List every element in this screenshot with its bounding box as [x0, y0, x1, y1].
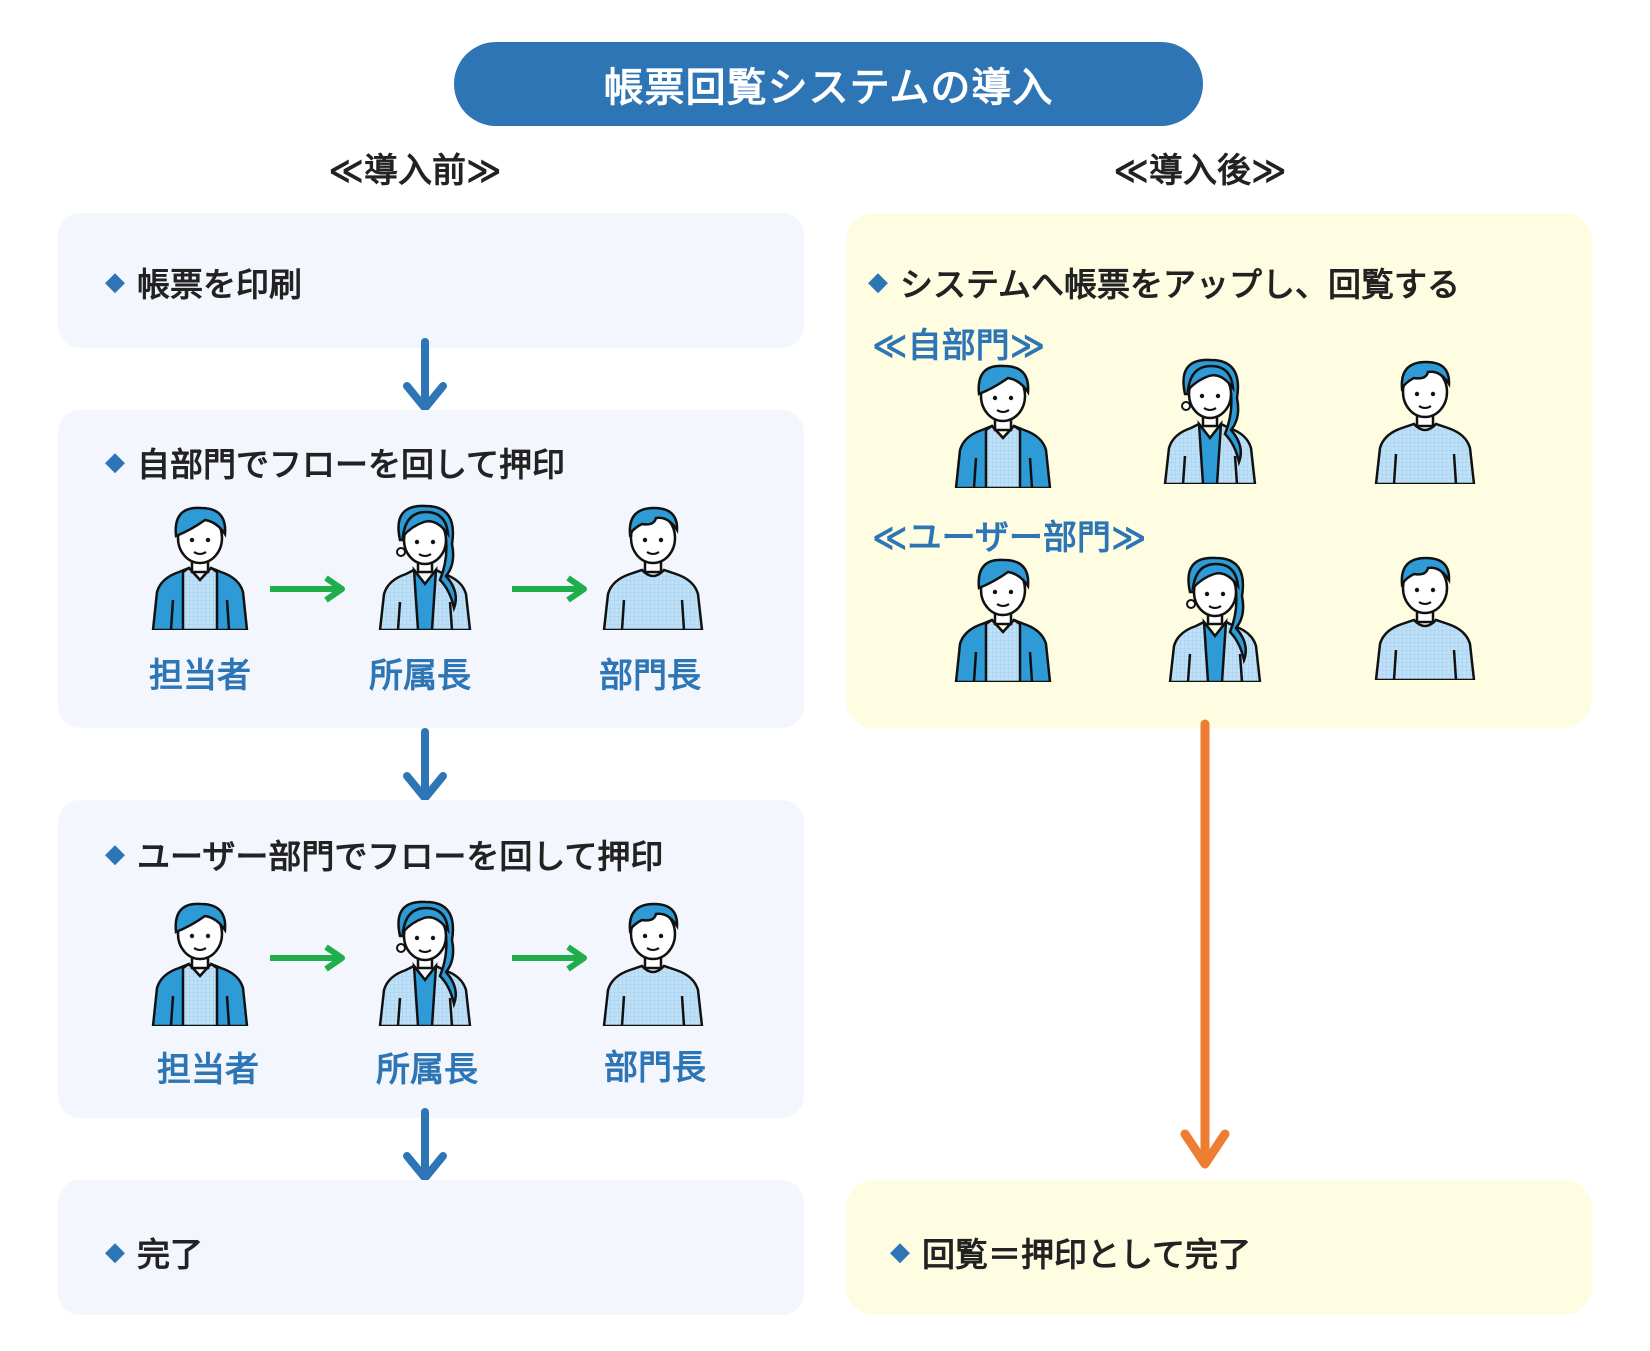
role-staff: 担当者: [157, 1050, 259, 1090]
down-arrow-icon: [1180, 719, 1230, 1169]
group-own-dept: ≪自部門≫: [872, 326, 1046, 366]
after-step-upload-text: システムへ帳票をアップし、回覧する: [900, 265, 1461, 304]
bullet-diamond-icon: ◆: [105, 839, 125, 869]
role-director: 部門長: [599, 656, 701, 696]
right-arrow-icon: [512, 944, 587, 972]
after-step-done: [846, 1180, 1592, 1315]
bullet-diamond-icon: ◆: [105, 267, 125, 297]
role-director: 部門長: [604, 1048, 706, 1088]
person-female-manager-icon: [370, 896, 480, 1026]
person-director-icon: [1370, 550, 1480, 680]
person-staff-icon: [145, 896, 255, 1026]
person-staff-icon: [145, 500, 255, 630]
person-director-icon: [598, 500, 708, 630]
person-director-icon: [598, 896, 708, 1026]
right-arrow-icon: [270, 944, 345, 972]
bullet-diamond-icon: ◆: [105, 447, 125, 477]
bullet-diamond-icon: ◆: [105, 1237, 125, 1267]
person-director-icon: [1370, 354, 1480, 484]
bullet-diamond-icon: ◆: [890, 1237, 910, 1267]
role-manager: 所属長: [369, 656, 471, 696]
group-user-dept: ≪ユーザー部門≫: [872, 518, 1147, 558]
down-arrow-icon: [403, 1108, 447, 1182]
before-step-own-dept-text: 自部門でフローを回して押印: [137, 445, 566, 484]
down-arrow-icon: [403, 728, 447, 802]
diagram-title: 帳票回覧システムの導入: [454, 42, 1203, 126]
after-step-done-text: 回覧＝押印として完了: [922, 1235, 1252, 1274]
after-heading: ≪導入後≫: [1113, 151, 1287, 191]
down-arrow-icon: [403, 338, 447, 412]
person-female-manager-icon: [1155, 354, 1265, 484]
right-arrow-icon: [512, 575, 587, 603]
before-step-own-dept-label: ◆ 自部門でフローを回して押印: [105, 438, 565, 486]
person-staff-icon: [948, 358, 1058, 488]
before-step-print-label: ◆ 帳票を印刷: [105, 258, 302, 306]
before-step-done: [58, 1180, 804, 1315]
after-step-done-label: ◆ 回覧＝押印として完了: [890, 1228, 1251, 1276]
person-staff-icon: [948, 552, 1058, 682]
after-step-upload-label: ◆ システムへ帳票をアップし、回覧する: [868, 258, 1460, 306]
before-step-print-text: 帳票を印刷: [137, 265, 302, 304]
person-female-manager-icon: [1160, 552, 1270, 682]
right-arrow-icon: [270, 575, 345, 603]
before-step-user-dept-text: ユーザー部門でフローを回して押印: [137, 837, 664, 876]
before-step-print: [58, 213, 804, 348]
person-female-manager-icon: [370, 500, 480, 630]
bullet-diamond-icon: ◆: [868, 267, 888, 297]
role-manager: 所属長: [376, 1050, 478, 1090]
before-step-user-dept-label: ◆ ユーザー部門でフローを回して押印: [105, 830, 663, 878]
before-step-done-text: 完了: [137, 1235, 203, 1274]
role-staff: 担当者: [149, 656, 251, 696]
before-step-done-label: ◆ 完了: [105, 1228, 203, 1276]
before-heading: ≪導入前≫: [328, 151, 502, 191]
